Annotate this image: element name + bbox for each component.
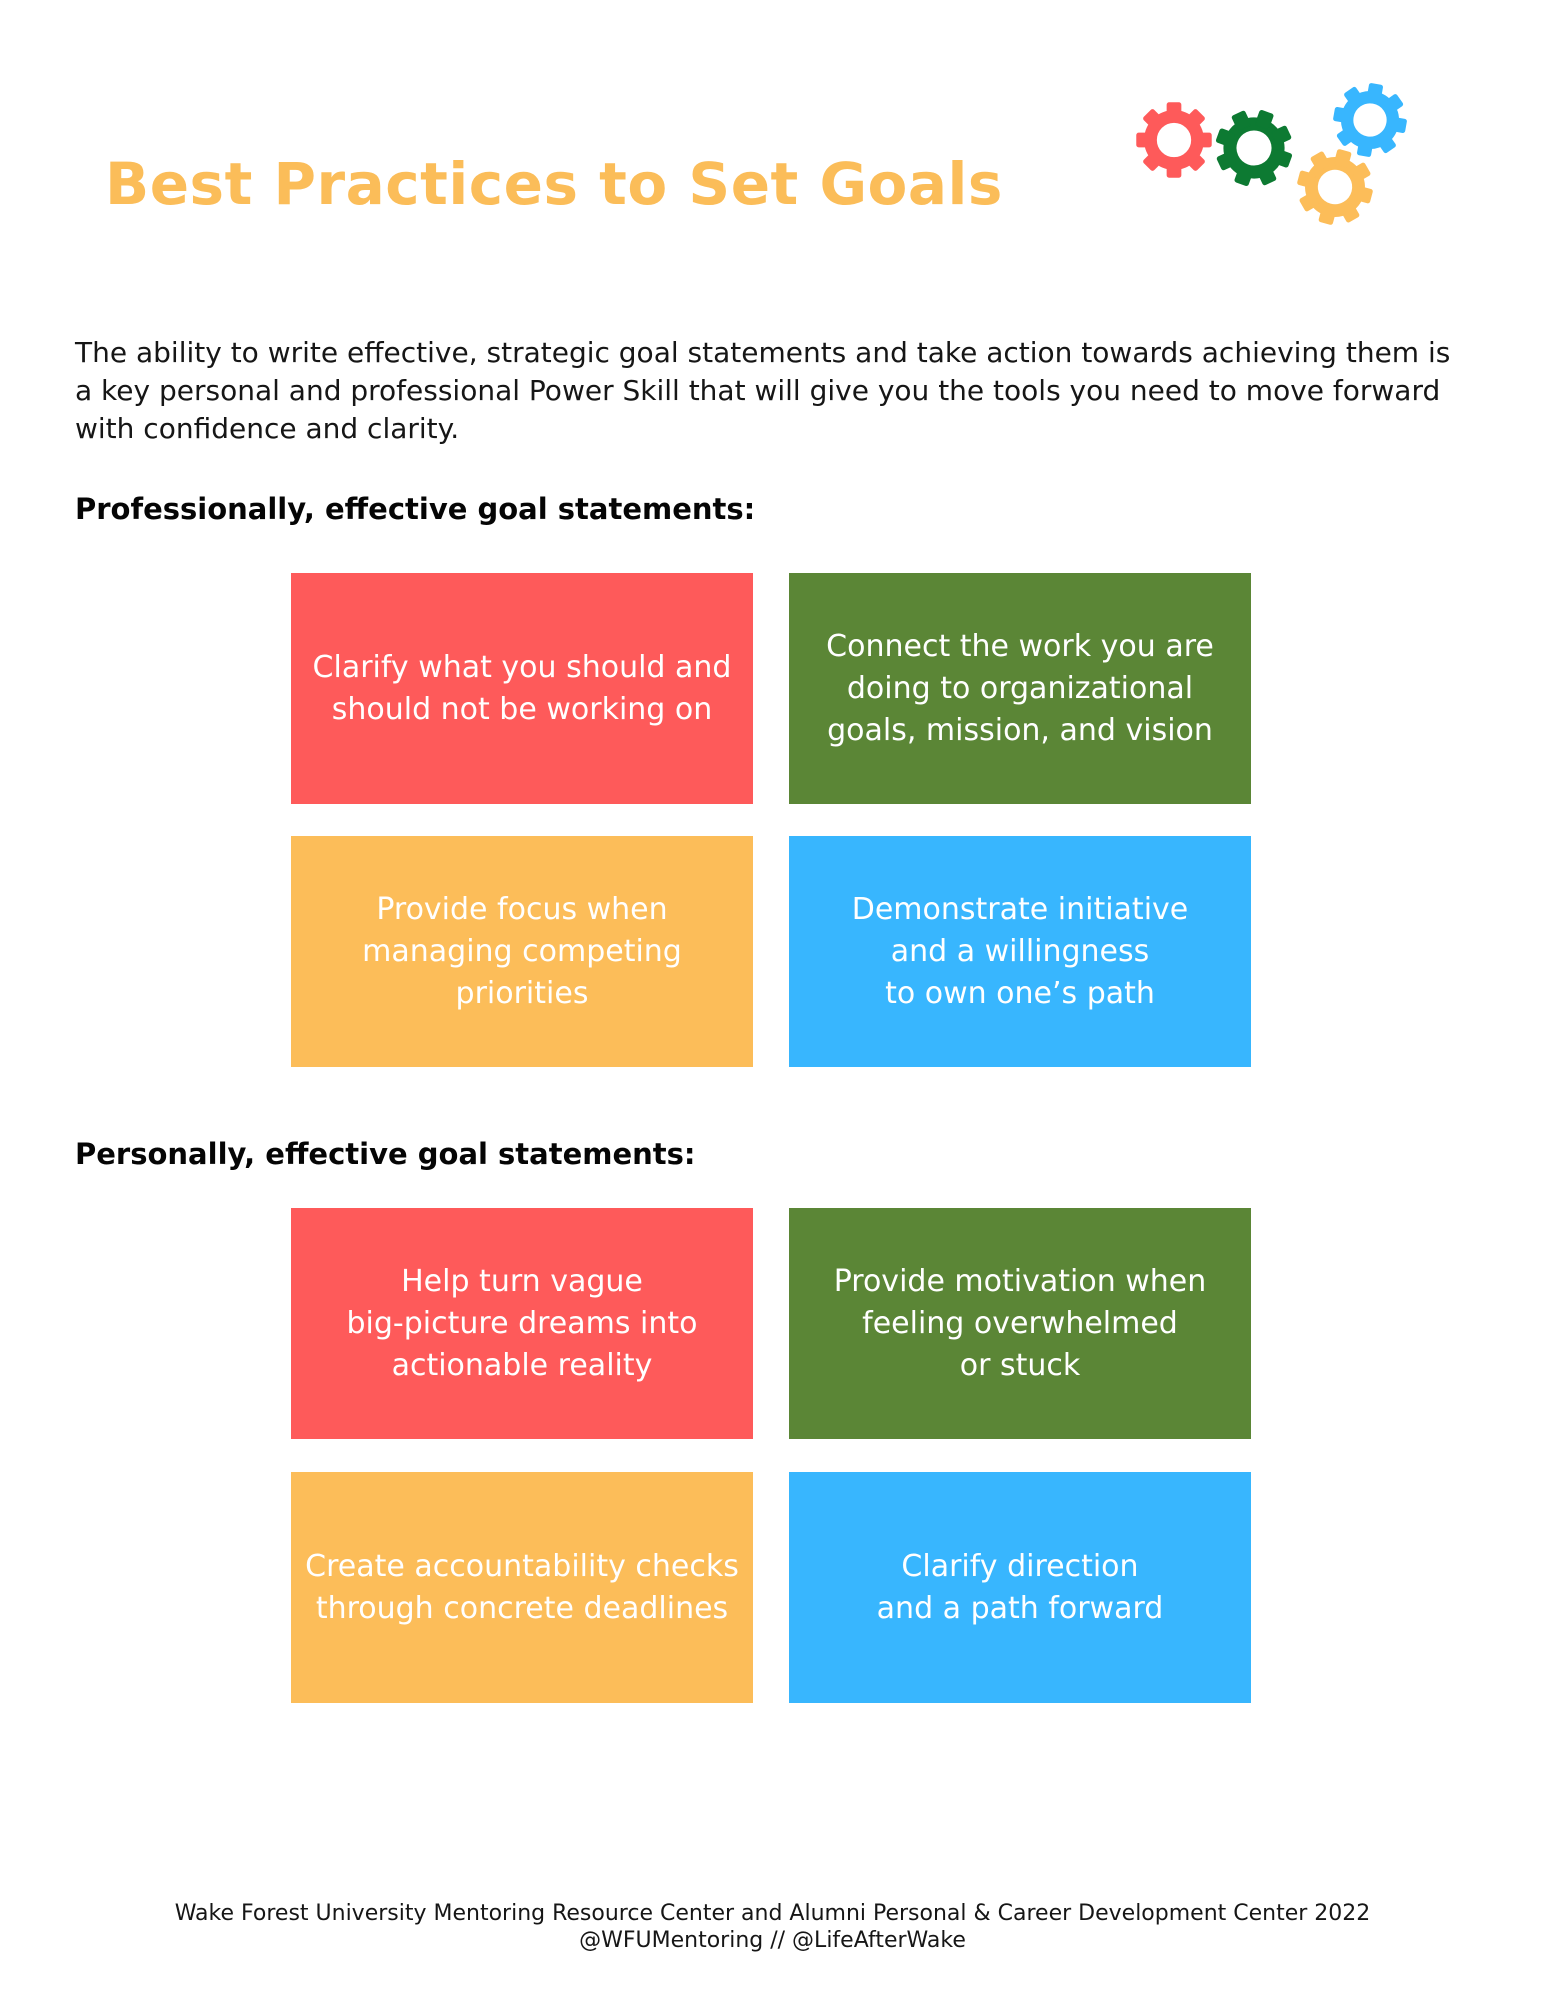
intro-paragraph: The ability to write effective, strategi… xyxy=(75,336,1451,445)
personal-card-motivation: Provide motivation when feeling overwhel… xyxy=(789,1208,1251,1439)
professional-card-clarify: Clarify what you should and should not b… xyxy=(291,573,753,804)
personal-card-dreams: Help turn vague big-picture dreams into … xyxy=(291,1208,753,1439)
professional-card-initiative: Demonstrate initiative and a willingness… xyxy=(789,836,1251,1067)
footer-social-handles: @WFUMentoring // @LifeAfterWake xyxy=(579,1928,966,1953)
green-gear-icon xyxy=(1205,99,1302,196)
personal-heading: Personally, effective goal statements: xyxy=(75,1137,696,1171)
card-text: Provide focus when managing competing pr… xyxy=(362,891,682,1011)
page-title: Best Practices to Set Goals xyxy=(105,150,1003,218)
card-text: Clarify direction and a path forward xyxy=(876,1548,1164,1626)
personal-card-direction: Clarify direction and a path forward xyxy=(789,1472,1251,1703)
professional-card-connect: Connect the work you are doing to organi… xyxy=(789,573,1251,804)
professional-card-focus: Provide focus when managing competing pr… xyxy=(291,836,753,1067)
card-text: Create accountability checks through con… xyxy=(305,1548,739,1626)
card-text: Help turn vague big-picture dreams into … xyxy=(346,1263,698,1383)
footer-credit: Wake Forest University Mentoring Resourc… xyxy=(174,1901,1371,1926)
footer: Wake Forest University Mentoring Resourc… xyxy=(0,1900,1545,1954)
gears-illustration xyxy=(1130,80,1420,240)
card-text: Demonstrate initiative and a willingness… xyxy=(851,891,1189,1011)
personal-card-accountability: Create accountability checks through con… xyxy=(291,1472,753,1703)
red-gear-icon xyxy=(1137,103,1211,177)
card-text: Provide motivation when feeling overwhel… xyxy=(833,1263,1207,1383)
card-text: Clarify what you should and should not b… xyxy=(312,649,732,727)
professional-heading: Professionally, effective goal statement… xyxy=(75,492,756,526)
card-text: Connect the work you are doing to organi… xyxy=(826,628,1214,748)
